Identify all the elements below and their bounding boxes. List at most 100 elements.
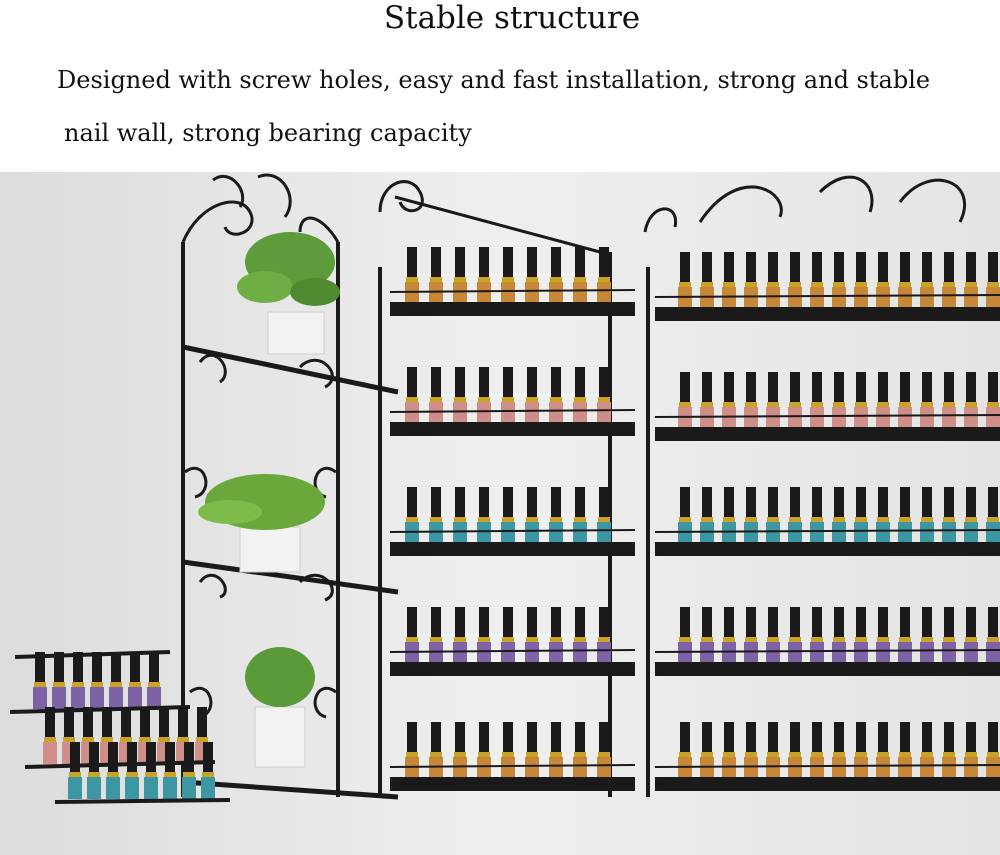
nail-polish-bottle [678, 722, 692, 779]
nail-polish-bottle [405, 367, 419, 424]
nail-polish-bottle [942, 607, 956, 664]
nail-polish-bottle [597, 722, 611, 779]
nail-polish-bottle [477, 487, 491, 544]
nail-polish-bottle [477, 367, 491, 424]
nail-polish-bottle [876, 607, 890, 664]
nail-polish-bottle [678, 607, 692, 664]
nail-polish-bottle [832, 487, 846, 544]
nail-polish-bottle [854, 607, 868, 664]
nail-polish-bottle [573, 367, 587, 424]
nail-polish-bottle [744, 722, 758, 779]
product-photo-drawing [0, 172, 1000, 855]
shelf [655, 307, 1000, 321]
nail-polish-bottle [144, 742, 158, 799]
nail-polish-bottle [147, 652, 161, 709]
nail-polish-bottle [876, 372, 890, 429]
plant-middle [198, 474, 325, 573]
shelf [390, 302, 635, 316]
nail-polish-bottle [429, 247, 443, 304]
nail-polish-bottle [964, 722, 978, 779]
nail-polish-bottle [501, 722, 515, 779]
nail-polish-bottle [43, 707, 57, 764]
nail-polish-bottle [477, 247, 491, 304]
shelf [390, 777, 635, 791]
nail-polish-bottle [920, 252, 934, 309]
nail-polish-bottle [405, 487, 419, 544]
nail-polish-bottle [766, 722, 780, 779]
nail-polish-bottle [876, 487, 890, 544]
nail-polish-bottle [788, 722, 802, 779]
nail-polish-bottle [549, 367, 563, 424]
nail-polish-bottle [810, 252, 824, 309]
middle-rack [378, 180, 636, 797]
nail-polish-bottle [964, 487, 978, 544]
nail-polish-bottle [453, 367, 467, 424]
shelf [390, 422, 635, 436]
shelf [390, 662, 635, 676]
nail-polish-bottle [898, 487, 912, 544]
plant-top [237, 232, 340, 355]
nail-polish-bottle [501, 367, 515, 424]
nail-polish-bottle [678, 252, 692, 309]
nail-polish-bottle [201, 742, 215, 799]
nail-polish-bottle [788, 372, 802, 429]
nail-polish-bottle [788, 487, 802, 544]
nail-polish-bottle [453, 722, 467, 779]
nail-polish-bottle [942, 722, 956, 779]
product-photo [0, 172, 1000, 855]
nail-polish-bottle [920, 607, 934, 664]
nail-polish-bottle [700, 722, 714, 779]
nail-polish-bottle [68, 742, 82, 799]
nail-polish-bottle [453, 247, 467, 304]
nail-polish-bottle [744, 607, 758, 664]
nail-polish-bottle [477, 607, 491, 664]
nail-polish-bottle [722, 487, 736, 544]
description-line-1: Designed with screw holes, easy and fast… [57, 66, 931, 94]
header: Stable structure Designed with screw hol… [0, 0, 1000, 172]
nail-polish-bottle [700, 372, 714, 429]
nail-polish-bottle [898, 252, 912, 309]
nail-polish-bottle [986, 252, 1000, 309]
nail-polish-bottle [942, 252, 956, 309]
nail-polish-bottle [501, 607, 515, 664]
nail-polish-bottle [920, 487, 934, 544]
nail-polish-bottle [573, 487, 587, 544]
nail-polish-bottle [744, 372, 758, 429]
nail-polish-bottle [920, 722, 934, 779]
nail-polish-bottle [525, 367, 539, 424]
nail-polish-bottle [986, 722, 1000, 779]
nail-polish-bottle [744, 487, 758, 544]
nail-polish-bottle [525, 247, 539, 304]
nail-polish-bottle [573, 722, 587, 779]
nail-polish-bottle [501, 247, 515, 304]
nail-polish-bottle [854, 487, 868, 544]
nail-polish-bottle [597, 367, 611, 424]
nail-polish-bottle [744, 252, 758, 309]
nail-polish-bottle [573, 247, 587, 304]
nail-polish-bottle [854, 252, 868, 309]
nail-polish-bottle [525, 722, 539, 779]
nail-polish-bottle [832, 607, 846, 664]
shelf [655, 542, 1000, 556]
nail-polish-bottle [429, 607, 443, 664]
nail-polish-bottle [597, 247, 611, 304]
nail-polish-bottle [700, 252, 714, 309]
nail-polish-bottle [854, 722, 868, 779]
nail-polish-bottle [405, 247, 419, 304]
shelf [390, 542, 635, 556]
nail-polish-bottle [52, 652, 66, 709]
nail-polish-bottle [549, 247, 563, 304]
nail-polish-bottle [109, 652, 123, 709]
nail-polish-bottle [106, 742, 120, 799]
page-title: Stable structure [383, 0, 641, 36]
nail-polish-bottle [898, 372, 912, 429]
nail-polish-bottle [429, 487, 443, 544]
nail-polish-bottle [71, 652, 85, 709]
shelf [655, 777, 1000, 791]
nail-polish-bottle [722, 372, 736, 429]
nail-polish-bottle [163, 742, 177, 799]
plant-stand [181, 173, 399, 800]
nail-polish-bottle [678, 372, 692, 429]
nail-polish-bottle [832, 372, 846, 429]
nail-polish-bottle [87, 742, 101, 799]
